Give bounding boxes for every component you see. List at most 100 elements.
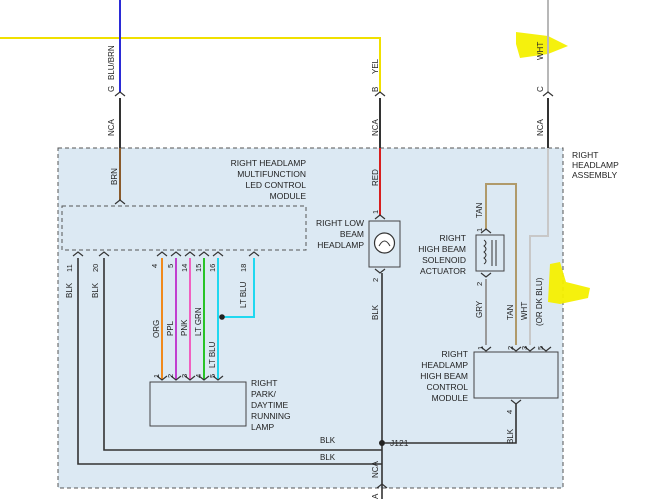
- wire-blk-hb: [384, 404, 517, 444]
- hb-wire-wht-alt-label: (OR DK BLU): [535, 277, 544, 326]
- bottom-pin-a: A: [371, 493, 380, 499]
- hb-pin-3-fork: [524, 346, 536, 352]
- pin-b-label: B: [371, 87, 380, 92]
- led-module-label-2: MULTIFUNCTION: [237, 169, 306, 179]
- wire-blk-20: [103, 258, 382, 451]
- connector-b-symbol: [374, 91, 386, 97]
- wire-lt-grn-label: LT GRN: [194, 307, 203, 336]
- wire-yel: [0, 37, 381, 92]
- low-beam-top-fork: [374, 214, 386, 220]
- solenoid-label-2: HIGH BEAM: [418, 244, 466, 254]
- solenoid-label-4: ACTUATOR: [420, 266, 466, 276]
- coil-icon: [483, 239, 487, 265]
- low-beam-label-1: RIGHT LOW: [316, 218, 364, 228]
- drl-pin-2: 2: [166, 374, 175, 378]
- led-pin-20: 20: [91, 264, 100, 272]
- high-beam-control-module: [473, 351, 559, 399]
- drl-pin-1: 1: [152, 374, 161, 378]
- wire-11-label: BLK: [65, 282, 74, 298]
- led-pin-11: 11: [65, 264, 74, 272]
- led-pin-20-fork: [98, 251, 110, 257]
- drl-pin-5-fork: [212, 375, 224, 381]
- bulb-icon: [373, 232, 396, 254]
- solenoid-actuator: [475, 234, 505, 272]
- solenoid-wire-gry: GRY: [475, 300, 484, 318]
- hb-pin-1: 1: [476, 346, 485, 350]
- led-pin-18-fork: [248, 251, 260, 257]
- led-control-module: [61, 205, 307, 251]
- drl-pin-2-fork: [170, 375, 182, 381]
- upper-blk-label: BLK: [320, 436, 336, 445]
- wire-pnk-label: PNK: [180, 319, 189, 336]
- hb-pin-5-fork: [540, 346, 552, 352]
- bulb-filament-icon: [378, 240, 391, 247]
- drl-pin-4-fork: [198, 375, 210, 381]
- solenoid-label-1: RIGHT: [440, 233, 466, 243]
- low-beam-label-3: HEADLAMP: [317, 240, 364, 250]
- hb-label-4: CONTROL: [426, 382, 468, 392]
- led-pin-5-fork: [170, 251, 182, 257]
- led-pin-5: 5: [166, 264, 175, 268]
- hb-label-3: HIGH BEAM: [420, 371, 468, 381]
- solenoid-wire-tan: TAN: [475, 202, 484, 218]
- pin-c-label: C: [536, 86, 545, 92]
- bottom-nca-label: NCA: [371, 460, 380, 478]
- solenoid-pin-2: 2: [475, 282, 484, 286]
- highlight-mark-top: [516, 32, 568, 58]
- nca-g-label: NCA: [107, 118, 116, 136]
- led-pin-16: 16: [208, 264, 217, 272]
- led-pin-15-fork: [198, 251, 210, 257]
- hb-blk-label: BLK: [506, 428, 515, 444]
- assembly-label-2: HEADLAMP: [572, 160, 619, 170]
- led-pin-14: 14: [180, 264, 189, 272]
- led-module-label-3: LED CONTROL: [246, 180, 307, 190]
- hb-wire-wht-label: WHT: [520, 302, 529, 320]
- solenoid-top-fork: [480, 228, 492, 234]
- wire-b-label: YEL: [371, 58, 380, 74]
- wire-wht-hb: [529, 234, 549, 345]
- nca-c-label: NCA: [536, 118, 545, 136]
- led-module-label-4: MODULE: [270, 191, 307, 201]
- wire-tan-loop: [485, 183, 517, 345]
- assembly-label-3: ASSEMBLY: [572, 170, 618, 180]
- junction-j121-dot: [379, 440, 385, 446]
- wire-ppl-label: PPL: [166, 320, 175, 336]
- wire-org-label: ORG: [152, 320, 161, 338]
- drl-pin-1-fork: [156, 375, 168, 381]
- drl-pin-3: 3: [180, 374, 189, 378]
- lower-blk-label: BLK: [320, 453, 336, 462]
- hb-pin-2: 2: [506, 346, 515, 350]
- led-module-label-1: RIGHT HEADLAMP: [231, 158, 307, 168]
- hb-pin-4: 4: [505, 410, 514, 414]
- hb-label-5: MODULE: [432, 393, 469, 403]
- led-pin-14-fork: [184, 251, 196, 257]
- drl-label-5: LAMP: [251, 422, 274, 432]
- wire-lt-blu-label: LT BLU: [208, 341, 217, 368]
- led-module-top-fork: [114, 199, 126, 205]
- wire-brn-label: BRN: [110, 168, 119, 185]
- hb-pin-5: 5: [536, 346, 545, 350]
- led-pin-18: 18: [239, 264, 248, 272]
- drl-pin-5: 5: [208, 374, 217, 378]
- low-beam-pin-1: 1: [371, 210, 380, 214]
- drl-label-4: RUNNING: [251, 411, 291, 421]
- led-pin-11-fork: [72, 251, 84, 257]
- low-beam-blk-label: BLK: [371, 304, 380, 320]
- led-pin-4: 4: [150, 264, 159, 268]
- led-pin-15: 15: [194, 264, 203, 272]
- solenoid-pin-1: 1: [475, 228, 484, 232]
- assembly-label-1: RIGHT: [572, 150, 598, 160]
- hb-pin-1-fork: [480, 346, 492, 352]
- pin-g-label: G: [107, 86, 116, 92]
- wire-g-label: BLU/BRN: [107, 45, 116, 80]
- hb-label-1: RIGHT: [442, 349, 468, 359]
- low-beam-bottom-fork: [374, 268, 386, 274]
- hb-pin-2-fork: [510, 346, 522, 352]
- hb-wire-tan-label: TAN: [506, 304, 515, 320]
- drl-label-1: RIGHT: [251, 378, 277, 388]
- wire-20-label: BLK: [91, 282, 100, 298]
- wire-18-label: LT BLU: [239, 281, 248, 308]
- drl-label-2: PARK/: [251, 389, 277, 399]
- low-beam-label-2: BEAM: [340, 229, 364, 239]
